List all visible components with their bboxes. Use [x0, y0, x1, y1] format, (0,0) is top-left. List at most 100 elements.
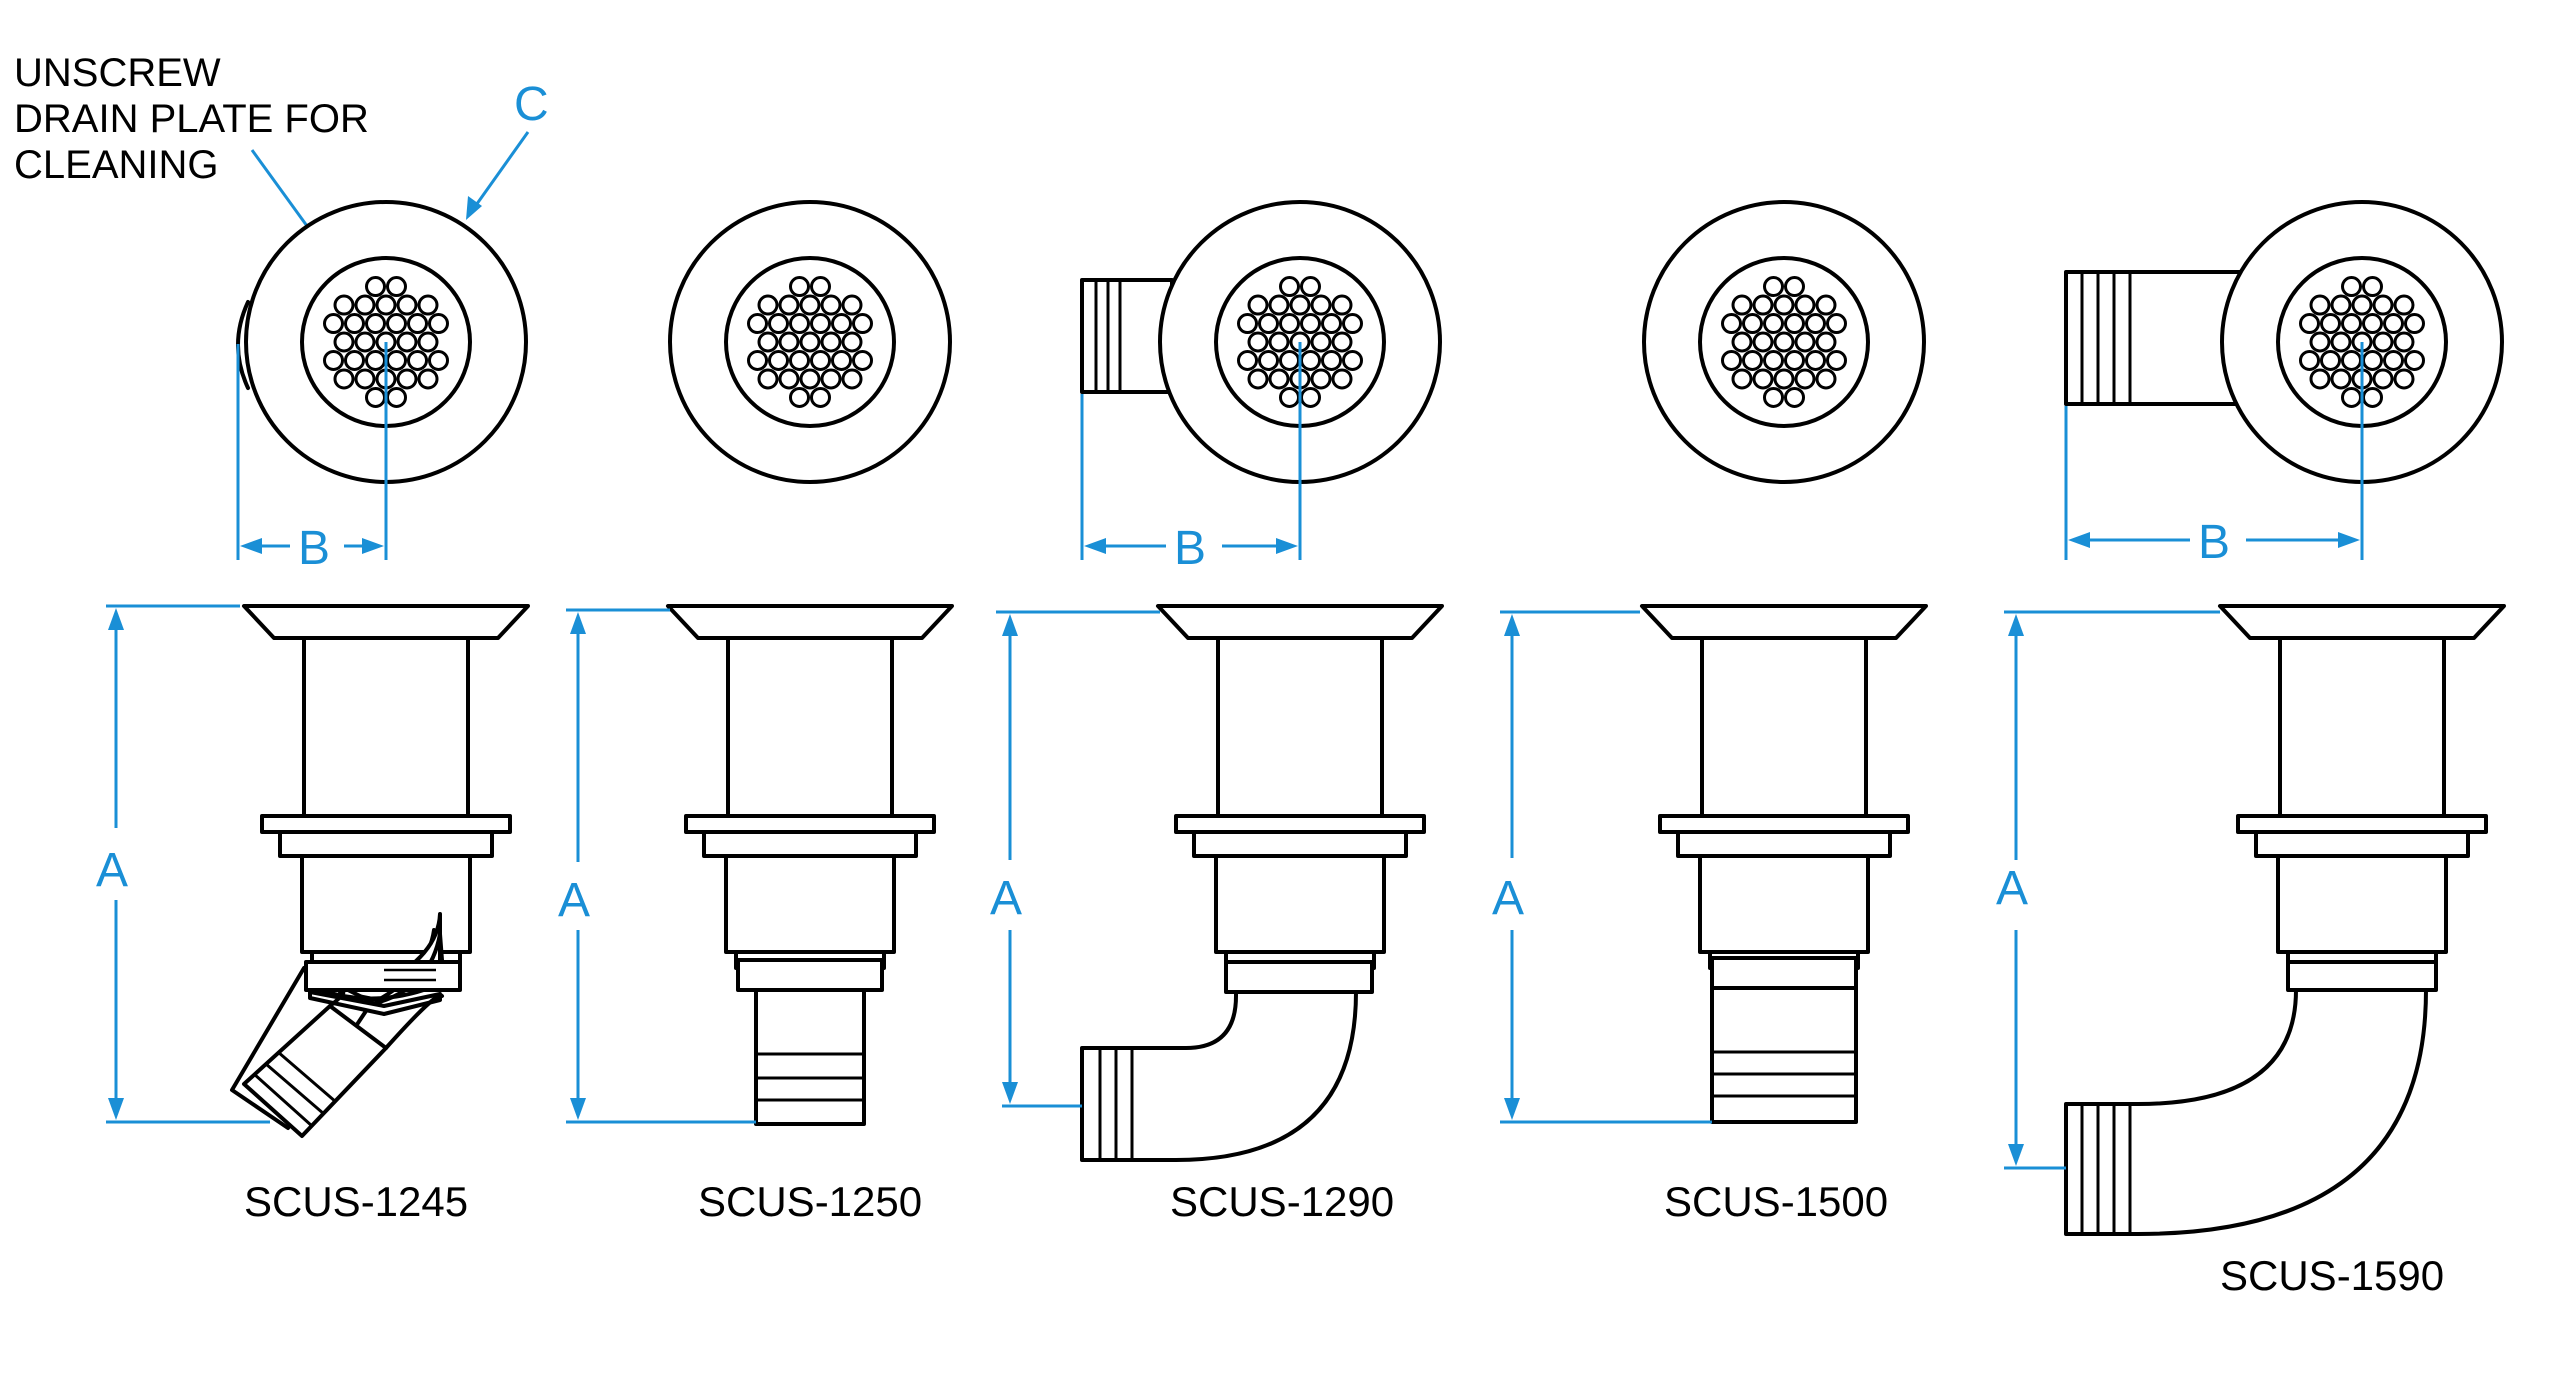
dimension-c-label: C: [514, 78, 549, 131]
strainer-hole: [396, 294, 418, 316]
model-label: SCUS-1245: [244, 1178, 468, 1225]
strainer-hole: [1742, 349, 1763, 371]
strainer-hole: [1784, 349, 1805, 371]
strainer-hole: [2330, 331, 2352, 353]
strainer-hole: [2393, 331, 2415, 353]
strainer-hole: [1310, 368, 1332, 390]
strainer-hole: [344, 349, 365, 371]
note-line-3: CLEANING: [14, 143, 219, 187]
strainer-hole: [1268, 368, 1290, 390]
strainer-hole: [1258, 313, 1279, 335]
strainer-hole: [2362, 349, 2383, 371]
strainer-hole: [2309, 368, 2331, 390]
strainer-hole: [2383, 349, 2404, 371]
strainer-hole: [1794, 294, 1816, 316]
strainer-hole: [2341, 349, 2362, 371]
strainer-hole: [354, 368, 376, 390]
strainer-hole: [375, 294, 397, 316]
dimension-b-scus-1245: B: [236, 342, 388, 575]
strainer-hole: [747, 349, 768, 371]
strainer-hole: [1247, 294, 1269, 316]
strainer-hole: [820, 331, 842, 353]
strainer-hole: [2404, 349, 2425, 371]
strainer-hole: [428, 349, 449, 371]
strainer-hole: [1342, 313, 1363, 335]
strainer-hole: [2372, 331, 2394, 353]
strainer-hole: [2372, 294, 2394, 316]
strainer-hole: [2362, 276, 2383, 298]
strainer-hole: [2341, 276, 2362, 298]
strainer-hole: [1815, 368, 1837, 390]
strainer-hole: [852, 313, 873, 335]
strainer-hole: [1784, 313, 1805, 335]
strainer-hole: [323, 313, 344, 335]
strainer-hole: [2299, 313, 2320, 335]
side-view-scus-1245: SCUS-1245: [230, 604, 530, 1225]
strainer-hole: [789, 349, 810, 371]
dimension-b-scus-1290: B: [1080, 342, 1302, 575]
strainer-hole: [1826, 349, 1847, 371]
note-line-2: DRAIN PLATE FOR: [14, 97, 369, 141]
strainer-hole: [1794, 368, 1816, 390]
strainer-hole: [1815, 331, 1837, 353]
side-view-scus-1590: SCUS-1590: [2064, 604, 2506, 1299]
dimension-a-label: A: [1492, 872, 1524, 925]
strainer-hole: [1731, 294, 1753, 316]
side-view-scus-1290: SCUS-1290: [1080, 604, 1444, 1225]
dimension-a-label: A: [558, 874, 590, 927]
strainer-hole: [1279, 349, 1300, 371]
strainer-hole: [1310, 331, 1332, 353]
strainer-hole: [1258, 349, 1279, 371]
strainer-hole: [2320, 349, 2341, 371]
strainer-hole: [1268, 331, 1290, 353]
strainer-hole: [417, 294, 439, 316]
strainer-hole: [1784, 386, 1805, 408]
model-label: SCUS-1500: [1664, 1178, 1888, 1225]
strainer-hole: [778, 294, 800, 316]
dimension-a-label: A: [96, 844, 128, 897]
strainer-hole: [810, 313, 831, 335]
strainer-hole: [1731, 368, 1753, 390]
strainer-hole: [1784, 276, 1805, 298]
dimension-c-leader: [472, 131, 530, 209]
strainer-hole: [1763, 386, 1784, 408]
strainer-hole: [407, 349, 428, 371]
strainer-hole: [757, 331, 779, 353]
strainer-hole: [841, 294, 863, 316]
dimension-a-scus-1250: A: [558, 608, 756, 1124]
strainer-hole: [1763, 276, 1784, 298]
strainer-hole: [417, 331, 439, 353]
dimension-a-scus-1590: A: [1996, 610, 2220, 1170]
strainer-hole: [2351, 294, 2373, 316]
model-label: SCUS-1250: [698, 1178, 922, 1225]
top-view-scus-1290: [1080, 200, 1442, 484]
strainer-hole: [820, 368, 842, 390]
strainer-hole: [1300, 386, 1321, 408]
strainer-hole: [386, 276, 407, 298]
strainer-hole: [1752, 368, 1774, 390]
dimension-b-label: B: [2198, 516, 2230, 569]
strainer-hole: [1268, 294, 1290, 316]
strainer-hole: [2299, 349, 2320, 371]
strainer-hole: [747, 313, 768, 335]
dimension-a-label: A: [990, 872, 1022, 925]
strainer-hole: [386, 349, 407, 371]
side-view-scus-1250: SCUS-1250: [666, 604, 954, 1225]
strainer-hole: [407, 313, 428, 335]
strainer-hole: [1752, 294, 1774, 316]
strainer-hole: [2320, 313, 2341, 335]
top-view-scus-1245: [236, 200, 528, 484]
strainer-hole: [757, 294, 779, 316]
strainer-hole: [789, 276, 810, 298]
strainer-holes: [1721, 276, 1847, 408]
dimension-b-label: B: [298, 522, 330, 575]
strainer-hole: [2309, 294, 2331, 316]
strainer-hole: [1794, 331, 1816, 353]
strainer-hole: [831, 313, 852, 335]
strainer-hole: [2404, 313, 2425, 335]
top-view-scus-1250: [668, 200, 952, 484]
strainer-hole: [365, 349, 386, 371]
strainer-hole: [1331, 368, 1353, 390]
strainer-hole: [1805, 349, 1826, 371]
